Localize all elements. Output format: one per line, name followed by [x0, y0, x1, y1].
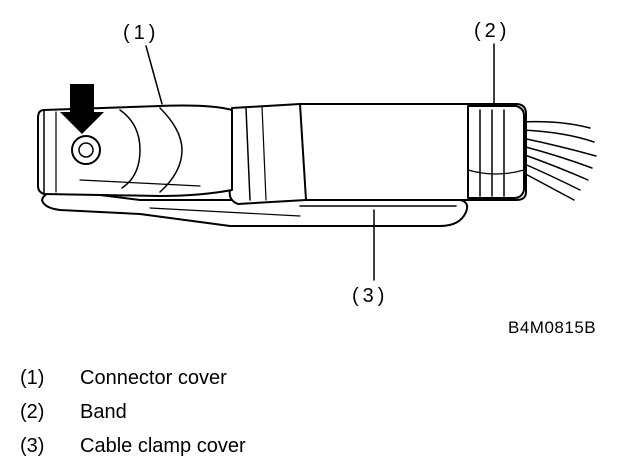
legend-label: Band — [80, 401, 127, 423]
callout-2: (2) — [474, 20, 511, 42]
sleeve — [228, 103, 307, 205]
legend-number: (1) — [20, 367, 45, 389]
arrow-icon — [60, 84, 104, 134]
callout-3: (3) — [352, 285, 389, 307]
band-outline — [467, 105, 525, 199]
leader-1 — [145, 45, 163, 105]
legend-number: (2) — [20, 401, 45, 423]
legend-number: (3) — [20, 435, 45, 457]
legend-label: Cable clamp cover — [80, 435, 246, 457]
wire-bundle — [517, 120, 597, 201]
figure-code: B4M0815B — [508, 318, 597, 337]
cable-clamp-cover — [41, 189, 469, 227]
callout-1: (1) — [123, 22, 160, 44]
legend-label: Connector cover — [80, 367, 227, 389]
